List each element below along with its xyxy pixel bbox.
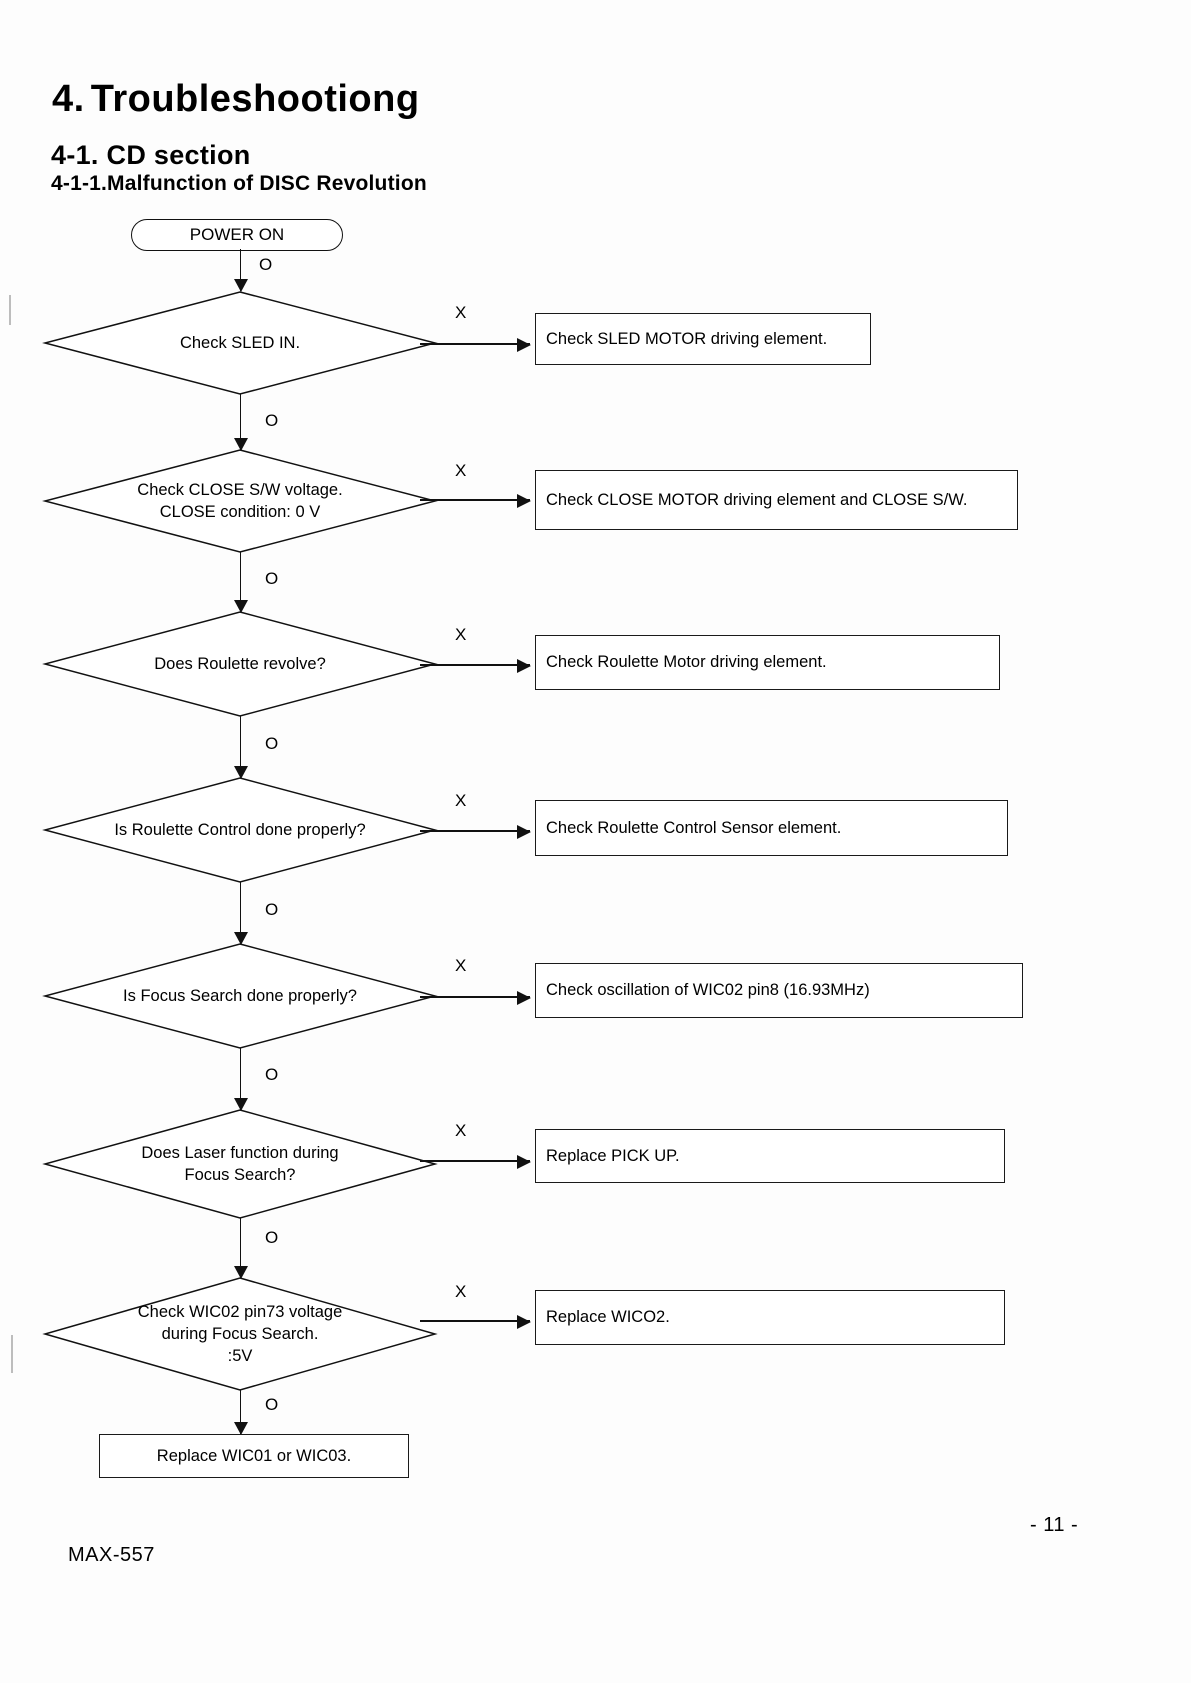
branch-label-yes-6: O [265, 1228, 279, 1247]
branch-label-no-7: X [455, 1282, 467, 1301]
section-heading: 4-1. CD section [51, 140, 251, 170]
decision-shape-6 [42, 1109, 438, 1219]
action-box-4: Check Roulette Control Sensor element. [535, 800, 1008, 856]
decision-step-1: Check SLED IN. [42, 291, 438, 395]
action-box-5-label: Check oscillation of WIC02 pin8 (16.93MH… [546, 981, 870, 1000]
branch-label-yes-2: O [265, 569, 279, 588]
page-title-number: 4. [52, 78, 85, 120]
action-box-1: Check SLED MOTOR driving element. [535, 313, 871, 365]
connector-step6-to-action6 [420, 1154, 531, 1169]
branch-label-yes-3: O [265, 734, 279, 753]
decision-shape-5 [42, 943, 438, 1049]
connector-step7-to-end [234, 1390, 249, 1435]
branch-label-yes-0: O [259, 255, 273, 274]
scan-artifact-bottom [11, 1335, 13, 1373]
action-box-2-label: Check CLOSE MOTOR driving element and CL… [546, 490, 968, 509]
connector-step3-to-action3 [420, 658, 531, 673]
footer-page-number: - 11 - [1030, 1514, 1079, 1536]
branch-label-no-2: X [455, 461, 467, 480]
scan-artifact-top [9, 295, 11, 325]
flow-start-terminator: POWER ON [131, 219, 343, 251]
connector-step7-to-action7 [420, 1314, 531, 1329]
decision-shape-4 [42, 777, 438, 883]
decision-shape-3 [42, 611, 438, 717]
action-box-2: Check CLOSE MOTOR driving element and CL… [535, 470, 1018, 530]
connector-step2-to-action2 [420, 493, 531, 508]
action-box-3-label: Check Roulette Motor driving element. [546, 653, 827, 672]
flow-end-box: Replace WIC01 or WIC03. [99, 1434, 409, 1478]
branch-label-no-6: X [455, 1121, 467, 1140]
footer-model: MAX-557 [68, 1544, 155, 1566]
flow-end-label: Replace WIC01 or WIC03. [156, 1446, 352, 1465]
action-box-7: Replace WICO2. [535, 1290, 1005, 1345]
page-title-text: Troubleshootiong [90, 78, 420, 120]
branch-label-yes-4: O [265, 900, 279, 919]
connector-step3-to-step4 [234, 716, 249, 779]
decision-step-7: Check WIC02 pin73 voltage during Focus S… [42, 1277, 438, 1391]
action-box-1-label: Check SLED MOTOR driving element. [546, 329, 828, 348]
page-title: 4.Troubleshootiong [52, 78, 420, 121]
connector-step4-to-action4 [420, 824, 531, 839]
branch-label-yes-7: O [265, 1395, 279, 1414]
decision-step-2: Check CLOSE S/W voltage. CLOSE condition… [42, 449, 438, 553]
connector-step2-to-step3 [234, 552, 249, 613]
flow-start-label: POWER ON [189, 224, 285, 244]
connector-step5-to-action5 [420, 990, 531, 1005]
decision-step-4: Is Roulette Control done properly? [42, 777, 438, 883]
branch-label-yes-1: O [265, 411, 279, 430]
connector-step1-to-step2 [234, 394, 249, 451]
decision-shape-7 [42, 1277, 438, 1391]
connector-step4-to-step5 [234, 882, 249, 945]
decision-step-3: Does Roulette revolve? [42, 611, 438, 717]
action-box-6: Replace PICK UP. [535, 1129, 1005, 1183]
connector-step5-to-step6 [234, 1048, 249, 1111]
action-box-3: Check Roulette Motor driving element. [535, 635, 1000, 690]
decision-shape-2 [42, 449, 438, 553]
subsection-heading: 4-1-1.Malfunction of DISC Revolution [51, 172, 427, 195]
decision-step-5: Is Focus Search done properly? [42, 943, 438, 1049]
branch-label-no-1: X [455, 303, 467, 322]
connector-start-to-step1 [234, 249, 249, 292]
action-box-7-label: Replace WICO2. [546, 1308, 670, 1327]
action-box-6-label: Replace PICK UP. [546, 1146, 680, 1165]
connector-step1-to-action1 [420, 337, 531, 352]
decision-step-6: Does Laser function during Focus Search? [42, 1109, 438, 1219]
action-box-5: Check oscillation of WIC02 pin8 (16.93MH… [535, 963, 1023, 1018]
decision-shape-1 [42, 291, 438, 395]
branch-label-yes-5: O [265, 1065, 279, 1084]
connector-step6-to-step7 [234, 1218, 249, 1279]
action-box-4-label: Check Roulette Control Sensor element. [546, 818, 842, 837]
branch-label-no-3: X [455, 625, 467, 644]
branch-label-no-5: X [455, 956, 467, 975]
branch-label-no-4: X [455, 791, 467, 810]
